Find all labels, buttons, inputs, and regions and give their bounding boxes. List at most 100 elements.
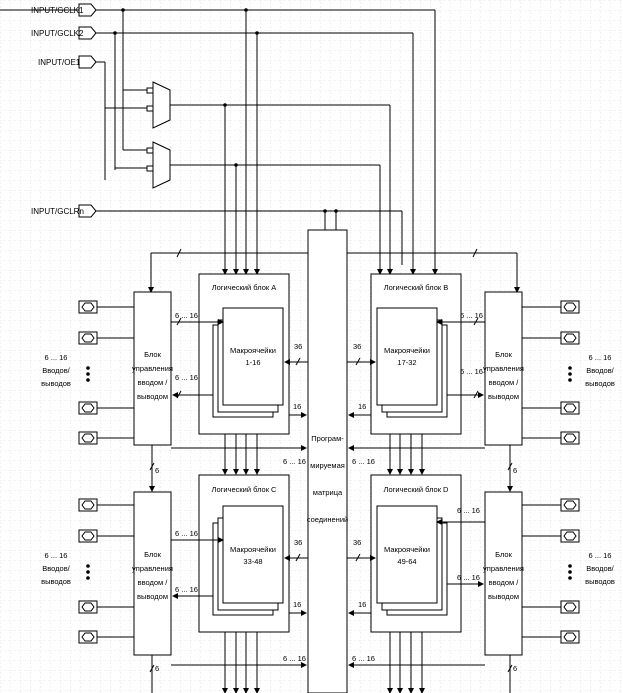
io-label-2: управления: [483, 364, 524, 373]
io-label-3: вводом /: [489, 578, 520, 587]
label-6: 6: [513, 664, 517, 673]
io-label-3: вводом /: [138, 378, 169, 387]
matrix-line2: мируемая: [310, 461, 345, 470]
io-block-bottom-left: Блок управления вводом / выводом: [132, 491, 173, 656]
ellipsis-dot: [568, 378, 572, 382]
label-range: 6 ... 16: [175, 311, 198, 320]
label-range: 6 ... 16: [283, 654, 306, 663]
io-pin: [78, 630, 134, 644]
pin-count: 6 ... 16: [589, 353, 612, 362]
label-16: 16: [293, 600, 301, 609]
io-block-top-left: Блок управления вводом / выводом: [132, 291, 173, 446]
label-16: 16: [358, 600, 366, 609]
pin-line2: Вводов/: [42, 564, 70, 573]
logic-block-a-title: Логический блок A: [212, 283, 277, 292]
label-range: 6 ... 16: [460, 311, 483, 320]
io-pin: [522, 630, 580, 644]
io-label-4: выводом: [488, 592, 519, 601]
ellipsis-dot: [568, 564, 572, 568]
io-label-3: вводом /: [138, 578, 169, 587]
io-label-2: управления: [132, 364, 173, 373]
io-label-1: Блок: [144, 350, 161, 359]
label-range: 6 ... 16: [457, 506, 480, 515]
io-label-4: выводом: [137, 592, 168, 601]
io-label-2: управления: [132, 564, 173, 573]
ellipsis-dot: [568, 366, 572, 370]
io-label-1: Блок: [144, 550, 161, 559]
logic-block-b-range: 17-32: [397, 358, 416, 367]
matrix-line3: матрица: [313, 488, 343, 497]
input-gclrn-label: INPUT/GCLRn: [31, 207, 84, 216]
bus-labels: 6 ... 16 6 ... 16 6 ... 16 6 ... 16 6 ..…: [155, 311, 517, 673]
io-block-bottom-right: Блок управления вводом / выводом: [483, 491, 524, 656]
io-pin: [78, 529, 134, 543]
label-36: 36: [353, 538, 361, 547]
logic-block-b-title: Логический блок B: [384, 283, 449, 292]
logic-block-a-range: 1-16: [245, 358, 260, 367]
io-label-1: Блок: [495, 350, 512, 359]
pin-line3: выводов: [41, 379, 71, 388]
io-pins: [78, 300, 580, 644]
pin-line2: Вводов/: [586, 564, 614, 573]
pin-line3: выводов: [585, 577, 615, 586]
label-range: 6 ... 16: [283, 457, 306, 466]
logic-block-a: Логический блок A Макроячейки 1-16: [198, 273, 290, 435]
label-16: 16: [358, 402, 366, 411]
io-block-top-right: Блок управления вводом / выводом: [483, 291, 524, 446]
ellipsis-dot: [568, 372, 572, 376]
input-wiring: [0, 9, 436, 265]
label-range: 6 ... 16: [352, 457, 375, 466]
matrix-line1: Програм-: [311, 434, 344, 443]
logic-block-c-title: Логический блок C: [212, 485, 278, 494]
logic-block-d-cells: Макроячейки: [384, 545, 430, 554]
io-logic-connections: [171, 317, 485, 599]
pin-line2: Вводов/: [586, 366, 614, 375]
io-pin: [522, 498, 580, 512]
logic-block-d-title: Логический блок D: [384, 485, 450, 494]
io-pin: [78, 498, 134, 512]
input-gclk2-label: INPUT/GCLK2: [31, 29, 84, 38]
mux-taps: [113, 8, 403, 265]
pin-group-labels: 6 ... 16 Вводов/ выводов 6 ... 16 Вводов…: [41, 353, 615, 586]
ellipsis-dot: [86, 570, 90, 574]
input-oe1-label: INPUT/OE1: [38, 58, 81, 67]
logic-block-b: Логический блок B Макроячейки 17-32: [370, 273, 462, 435]
io-pin: [78, 600, 134, 614]
top-clock-arrows: [222, 255, 438, 275]
oe-bus: [148, 248, 520, 293]
logic-block-c-cells: Макроячейки: [230, 545, 276, 554]
label-range: 6 ... 16: [175, 585, 198, 594]
io-pin: [522, 300, 580, 314]
logic-block-c: Логический блок C Макроячейки 33-48: [198, 474, 290, 633]
label-16: 16: [293, 402, 301, 411]
ellipsis-dot: [86, 564, 90, 568]
io-label-3: вводом /: [489, 378, 520, 387]
ellipsis-dot: [86, 372, 90, 376]
pin-count: 6 ... 16: [589, 551, 612, 560]
io-label-4: выводом: [488, 392, 519, 401]
label-6: 6: [155, 664, 159, 673]
label-range: 6 ... 16: [175, 373, 198, 382]
label-range: 6 ... 16: [175, 529, 198, 538]
io-pin: [78, 431, 134, 445]
ellipsis-dot: [86, 366, 90, 370]
logic-block-a-cells: Макроячейки: [230, 346, 276, 355]
pin-line3: выводов: [41, 577, 71, 586]
io-pin: [522, 331, 580, 345]
programmable-interconnect: Програм- мируемая матрица соединений: [307, 229, 348, 693]
io-label-4: выводом: [137, 392, 168, 401]
io-pin: [522, 600, 580, 614]
label-range: 6 ... 16: [457, 573, 480, 582]
label-6: 6: [513, 466, 517, 475]
io-label-2: управления: [483, 564, 524, 573]
io-pin: [78, 300, 134, 314]
label-6: 6: [155, 466, 159, 475]
io-pin: [78, 331, 134, 345]
logic-block-d: Логический блок D Макроячейки 49-64: [370, 474, 462, 633]
label-36: 36: [294, 538, 302, 547]
input-gclrn: INPUT/GCLRn: [31, 204, 97, 218]
pin-line3: выводов: [585, 379, 615, 388]
logic-block-d-range: 49-64: [397, 557, 416, 566]
logic-block-c-range: 33-48: [243, 557, 262, 566]
